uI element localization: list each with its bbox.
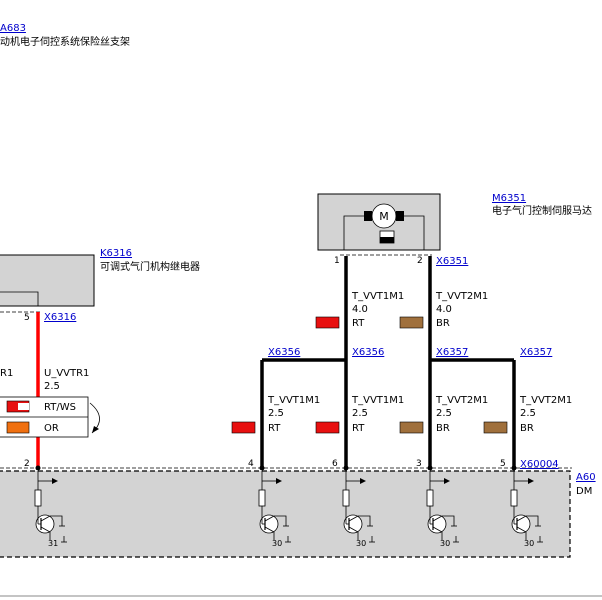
- driver-stage-pin-5: 30: [510, 471, 543, 548]
- transistor-label-30: 30: [440, 539, 450, 548]
- sensor-icon-fill: [380, 237, 394, 243]
- wire-u-vvtr1: R1 U_VVTR1 2.5 RT/WS OR: [0, 312, 100, 471]
- wire-t-vvt1m1-a-name: T_VVT1M1: [267, 395, 320, 406]
- transistor-label-31: 31: [48, 539, 58, 548]
- relay-internal-lead: [0, 291, 39, 306]
- driver-stage-pin-6: 30: [342, 471, 375, 548]
- motor-icon: [371, 203, 397, 229]
- resistor-icon: [258, 489, 266, 507]
- control-unit-pin-2: 2: [24, 459, 30, 469]
- transistor-label-30: 30: [356, 539, 366, 548]
- partial-wire-label: R1: [0, 368, 13, 379]
- control-unit-pin-3: 3: [416, 459, 422, 469]
- splices: X6356 X6356 X6357 X6357: [260, 347, 552, 468]
- transistor-label-30: 30: [272, 539, 282, 548]
- junction-dot: [343, 465, 349, 471]
- control-unit-label: DM: [576, 486, 592, 497]
- junction-dot: [511, 465, 517, 471]
- motor-brush-right: [396, 211, 404, 221]
- wire-t-vvt2m1-top-size: 4.0: [436, 304, 452, 315]
- wire-t-vvt2m1-a-size: 2.5: [436, 408, 452, 419]
- resistor-icon: [426, 489, 434, 507]
- control-unit-id-link[interactable]: A60: [576, 472, 596, 483]
- swatch-rt-b: [315, 421, 340, 434]
- wire-u-vvtr1-size: 2.5: [44, 381, 60, 392]
- motor-symbol-text: M: [379, 210, 389, 223]
- splice-x6356-right-link[interactable]: X6356: [352, 347, 384, 358]
- transistor-label-30: 30: [524, 539, 534, 548]
- wire-t-vvt1m1-top-size: 4.0: [352, 304, 368, 315]
- wire-t-vvt1m1-top-color: RT: [352, 318, 365, 329]
- splice-x6357-right-link[interactable]: X6357: [520, 347, 552, 358]
- resistor-icon: [34, 489, 42, 507]
- wire-t-vvt2m1-top-name: T_VVT2M1: [435, 291, 488, 302]
- swatch-rt-a: [231, 421, 256, 434]
- wire-u-vvtr1-color-b: OR: [44, 423, 59, 434]
- swatch-rt-top: [315, 316, 340, 329]
- control-unit-box[interactable]: [0, 470, 571, 558]
- fuse-carrier-label: 动机电子伺控系统保险丝支架: [0, 35, 130, 48]
- driver-stage-pin-2: 31: [34, 471, 67, 548]
- motor-brush-left: [364, 211, 372, 221]
- wire-t-vvt1m1-b-size: 2.5: [352, 408, 368, 419]
- connector-x6351-link[interactable]: X6351: [436, 256, 468, 267]
- wire-u-vvtr1-name: U_VVTR1: [44, 368, 89, 379]
- driver-stage-pin-3: 30: [426, 471, 459, 548]
- swatch-br-b: [483, 421, 508, 434]
- servomotor-pin-2: 2: [417, 256, 423, 266]
- junction-dot: [427, 465, 433, 471]
- wire-t-vvt2m1-a-name: T_VVT2M1: [435, 395, 488, 406]
- servomotor-wires: T_VVT1M1 4.0 RT T_VVT2M1 4.0 BR: [315, 256, 488, 468]
- servomotor-id-link[interactable]: M6351: [492, 193, 526, 204]
- wire-t-vvt2m1-b-size: 2.5: [520, 408, 536, 419]
- swatch-br-top: [399, 316, 424, 329]
- relay-label: 可调式气门机构继电器: [100, 260, 200, 273]
- wire-t-vvt2m1-top-color: BR: [436, 318, 450, 329]
- servomotor-module: M M6351 电子气门控制伺服马达 1 2 X6351: [317, 193, 592, 267]
- control-unit-pin-6: 6: [332, 459, 338, 469]
- relay-id-link[interactable]: K6316: [100, 248, 132, 259]
- wire-u-vvtr1-color-a: RT/WS: [44, 402, 76, 413]
- relay-module: K6316 可调式气门机构继电器 5 X6316: [0, 248, 200, 323]
- servomotor-label: 电子气门控制伺服马达: [492, 204, 592, 217]
- fuse-carrier-id-link[interactable]: A683: [0, 23, 26, 34]
- wire-t-vvt2m1-a-color: BR: [436, 423, 450, 434]
- swatch-rt-ws-white: [18, 403, 29, 410]
- control-unit: A60 DM X60004 2 4 6 3 5 31: [0, 459, 596, 558]
- control-unit-pin-4: 4: [248, 459, 254, 469]
- wire-t-vvt1m1-a-color: RT: [268, 423, 281, 434]
- servomotor-pin-1: 1: [334, 256, 340, 266]
- wire-t-vvt1m1-top-name: T_VVT1M1: [351, 291, 404, 302]
- junction-dot: [259, 465, 265, 471]
- connector-x6316-link[interactable]: X6316: [44, 312, 76, 323]
- swatch-or: [6, 421, 30, 434]
- driver-stage-pin-4: 30: [258, 471, 291, 548]
- control-unit-pin-5: 5: [500, 459, 506, 469]
- connector-x60004-link[interactable]: X60004: [520, 459, 559, 470]
- wire-t-vvt1m1-b-color: RT: [352, 423, 365, 434]
- motor-lead-left: [343, 215, 364, 250]
- swatch-br-a: [399, 421, 424, 434]
- wire-t-vvt2m1-b-name: T_VVT2M1: [519, 395, 572, 406]
- wire-t-vvt1m1-a-size: 2.5: [268, 408, 284, 419]
- splice-x6356-left-link[interactable]: X6356: [268, 347, 300, 358]
- splice-x6357-left-link[interactable]: X6357: [436, 347, 468, 358]
- fuse-carrier: A683 动机电子伺控系统保险丝支架: [0, 23, 130, 48]
- resistor-icon: [510, 489, 518, 507]
- wire-t-vvt1m1-b-name: T_VVT1M1: [351, 395, 404, 406]
- relay-box[interactable]: [0, 254, 95, 307]
- variant-swap-arrowhead: [92, 426, 99, 433]
- resistor-icon: [342, 489, 350, 507]
- motor-lead-right: [404, 215, 425, 250]
- relay-pin-5: 5: [24, 313, 30, 323]
- lower-wire-labels: T_VVT1M1 2.5 RT T_VVT1M1 2.5 RT T_VVT2M1…: [231, 395, 572, 434]
- wire-t-vvt2m1-b-color: BR: [520, 423, 534, 434]
